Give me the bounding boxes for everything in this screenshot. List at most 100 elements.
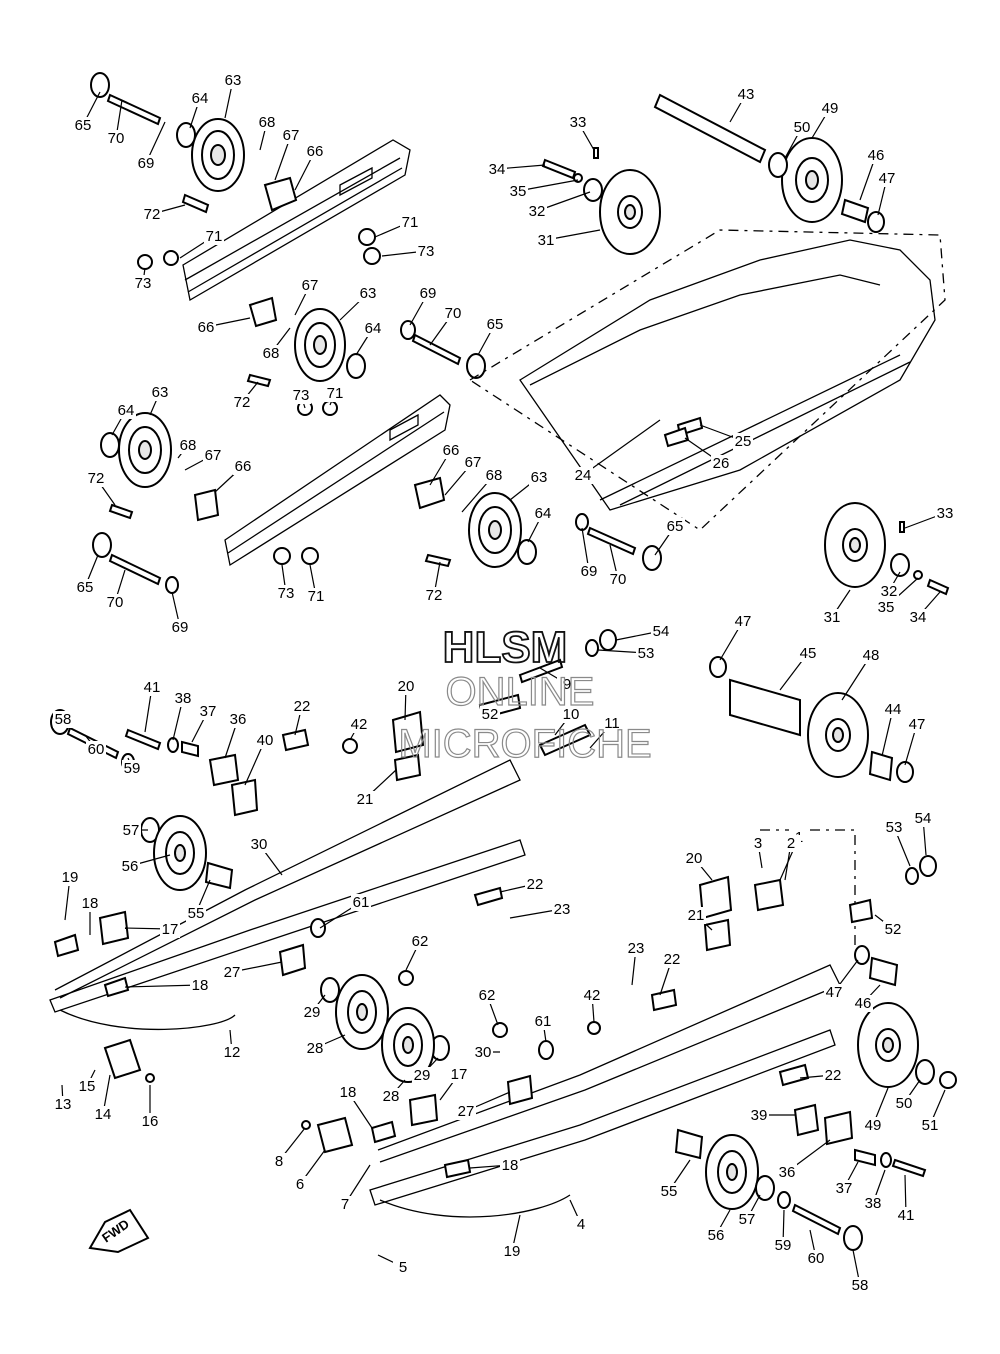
callout-bg <box>561 706 581 723</box>
bolt-34-b <box>926 578 950 596</box>
callout-number: 30 <box>251 836 268 853</box>
callout-number: 37 <box>836 1180 853 1197</box>
callout-bg <box>302 1004 322 1021</box>
callout-number: 28 <box>383 1088 400 1105</box>
callout-number: 63 <box>152 384 169 401</box>
callout-bg <box>733 433 753 450</box>
callout-bg <box>866 147 886 164</box>
callout-bg <box>140 1113 160 1130</box>
callout-number: 18 <box>82 895 99 912</box>
callout-bg <box>222 1044 242 1061</box>
callout-number: 64 <box>365 320 382 337</box>
callout-number: 69 <box>581 563 598 580</box>
callout-bg <box>363 320 383 337</box>
callout-bg <box>292 698 312 715</box>
callout-bg <box>861 647 881 664</box>
callout-bg <box>232 394 252 411</box>
callout-bg <box>820 100 840 117</box>
callout-number: 62 <box>479 987 496 1004</box>
stopper-20-a <box>391 710 425 754</box>
callout-bg <box>557 676 577 693</box>
callout-bg <box>781 835 801 852</box>
callout-bg <box>749 1107 769 1124</box>
callout-number: 23 <box>628 940 645 957</box>
callout-bg <box>173 690 193 707</box>
bracket-66-d <box>413 476 446 510</box>
callout-bg <box>883 921 903 938</box>
callout-number: 70 <box>107 594 124 611</box>
wheel-48 <box>807 692 869 778</box>
callout-number: 31 <box>538 232 555 249</box>
callout-bg <box>351 894 371 911</box>
callout-number: 9 <box>563 676 571 693</box>
callout-number: 72 <box>144 206 161 223</box>
collar-44 <box>868 750 894 782</box>
callout-bg <box>276 585 296 602</box>
collar-32-a <box>583 178 603 202</box>
clip-22-d <box>778 1063 810 1087</box>
callout-number: 40 <box>257 732 274 749</box>
callout-bg <box>508 183 528 200</box>
callout-number: 73 <box>418 243 435 260</box>
nut-42-b <box>587 1021 601 1035</box>
callout-number: 54 <box>915 810 932 827</box>
callout-bg <box>907 716 927 733</box>
washer-38-b <box>880 1152 892 1168</box>
callout-number: 53 <box>886 819 903 836</box>
callout-number: 65 <box>75 117 92 134</box>
collar-32-b <box>890 553 910 577</box>
callout-bg <box>500 1157 520 1174</box>
callout-number: 56 <box>122 858 139 875</box>
bracket-66-b <box>248 296 278 328</box>
callout-number: 38 <box>865 1195 882 1212</box>
callout-bg <box>233 458 253 475</box>
callout-number: 61 <box>535 1013 552 1030</box>
nut-42-a <box>342 738 358 754</box>
callout-number: 29 <box>304 1004 321 1021</box>
callout-bg <box>480 706 500 723</box>
callout-number: 52 <box>482 706 499 723</box>
callout-number: 21 <box>357 791 374 808</box>
callout-number: 29 <box>414 1067 431 1084</box>
callout-number: 52 <box>885 921 902 938</box>
callout-number: 22 <box>664 951 681 968</box>
cap-65-c <box>92 532 112 558</box>
callout-number: 56 <box>708 1227 725 1244</box>
callout-number: 65 <box>487 316 504 333</box>
callout-bg <box>133 275 153 292</box>
callout-bg <box>228 711 248 728</box>
callout-bg <box>198 703 218 720</box>
callout-number: 15 <box>79 1078 96 1095</box>
callout-bg <box>684 850 704 867</box>
callout-number: 67 <box>205 447 222 464</box>
callout-number: 5 <box>399 1259 407 1276</box>
callout-bg <box>896 1207 916 1224</box>
callout-number: 64 <box>118 402 135 419</box>
wheel-56-b <box>705 1134 759 1210</box>
callout-bg <box>338 1084 358 1101</box>
callout-number: 73 <box>278 585 295 602</box>
wheel-28-a <box>335 974 389 1050</box>
callout-bg <box>190 90 210 107</box>
washer-53-a <box>585 639 599 657</box>
callout-bg <box>142 679 162 696</box>
callout-number: 70 <box>610 571 627 588</box>
callout-bg <box>456 1103 476 1120</box>
callout-number: 37 <box>200 703 217 720</box>
callout-number: 33 <box>570 114 587 131</box>
callout-number: 25 <box>735 433 752 450</box>
clip-18-b <box>103 976 130 998</box>
bracket-40 <box>230 778 259 817</box>
callout-bg <box>665 518 685 535</box>
washer-59-b <box>777 1191 791 1209</box>
callout-bg <box>463 454 483 471</box>
callout-bg <box>349 716 369 733</box>
callout-bg <box>651 623 671 640</box>
bolt-72-a <box>181 193 210 214</box>
wheel-31-b <box>824 502 886 588</box>
callout-number: 58 <box>852 1277 869 1294</box>
bolt-70-a <box>106 93 162 126</box>
cap-65-b <box>466 353 486 379</box>
clip-22-a <box>281 728 310 752</box>
washer-47-c <box>896 761 914 783</box>
